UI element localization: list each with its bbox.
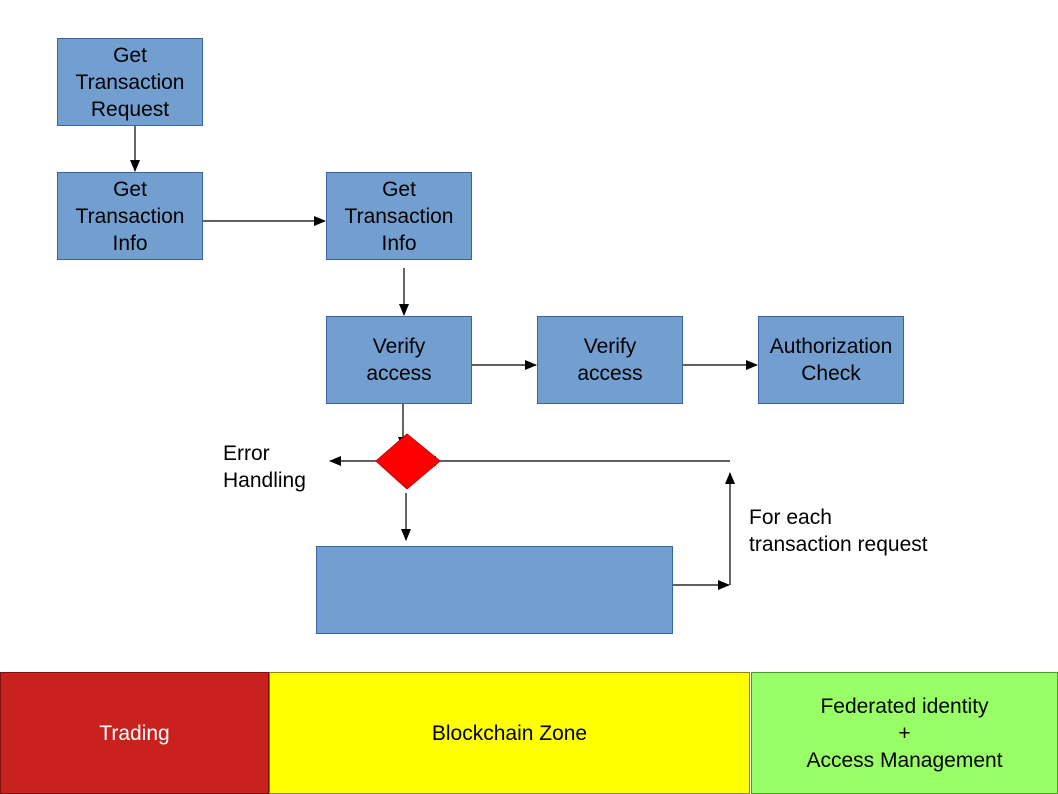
decision-diamond [375,433,441,490]
zone-trading: Trading [0,672,269,794]
authorization-check-box: Authorization Check [758,316,904,404]
zone-blockchain: Blockchain Zone [269,672,750,794]
get-transaction-info-box-left: Get Transaction Info [57,172,203,260]
error-handling-label: Error Handling [223,442,306,492]
verify-access-box-2: Verify access [537,316,683,404]
verify-access-box-1: Verify access [326,316,472,404]
process-box [316,546,673,634]
get-transaction-info-box-right: Get Transaction Info [326,172,472,260]
zone-federated-identity: Federated identity + Access Management [751,672,1058,794]
loop-note-label: For each transaction request [749,506,928,556]
get-transaction-request-box: Get Transaction Request [57,38,203,126]
